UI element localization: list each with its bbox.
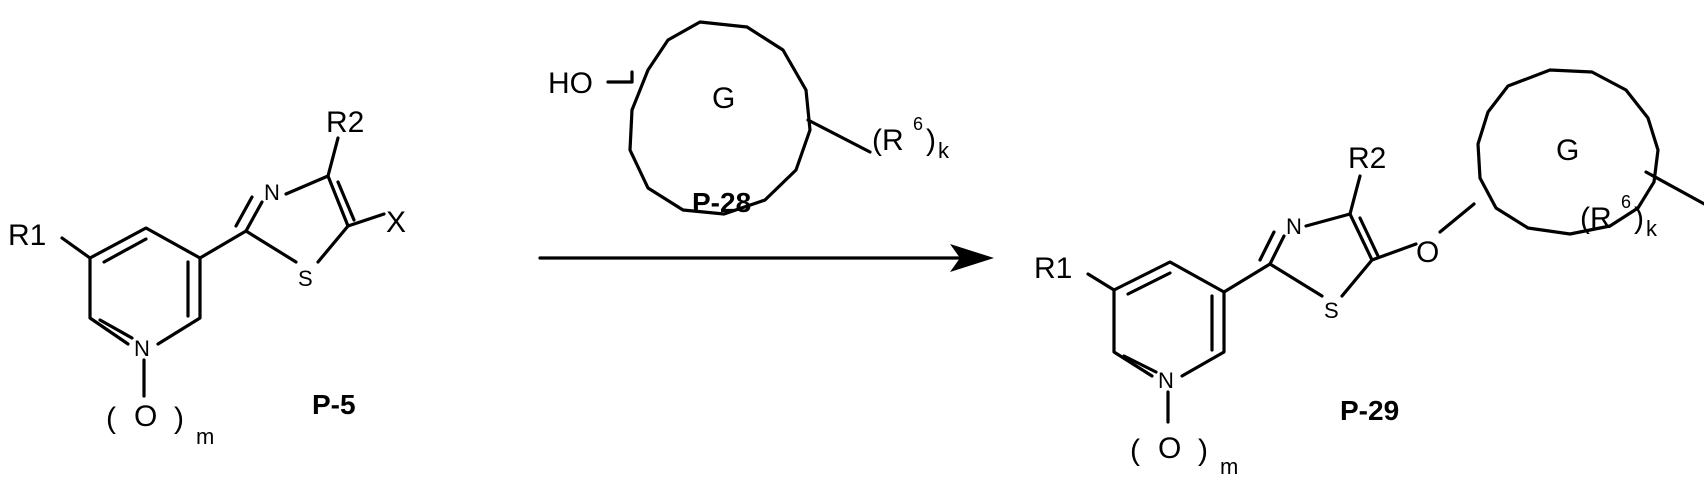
compound-label-p28: P-28 — [692, 187, 751, 218]
product-r2-bond — [1350, 176, 1360, 214]
oxide-o-label: O — [134, 400, 157, 433]
product-substituent-open: (R — [1580, 202, 1612, 235]
pyridine-thiazole-bond — [200, 231, 246, 258]
product-oxide-close-paren: ) — [1198, 434, 1208, 467]
reactant-p5: R1 R2 N S X N ( O ) m P-5 — [8, 106, 406, 449]
pyridine-n-label: N — [134, 336, 150, 361]
ring-g-polygon — [630, 22, 810, 214]
substituent-superscript: 6 — [913, 114, 923, 134]
substituent-open: (R — [872, 124, 904, 157]
product-ring-g-label: G — [1556, 134, 1579, 167]
r2-label: R2 — [326, 106, 364, 139]
oxide-open-paren: ( — [106, 402, 116, 435]
r1-bond — [62, 238, 90, 258]
reaction-arrow — [540, 244, 994, 272]
product-p29: R1 R2 N S O N ( O ) m G (R 6 ) k P-29 — [1034, 70, 1704, 479]
thiazole-n-label: N — [264, 180, 280, 205]
product-thiazole-s-label: S — [1324, 298, 1339, 323]
oxide-close-paren: ) — [174, 402, 184, 435]
ho-bond — [608, 72, 632, 82]
reagent-p28: HO G (R 6 ) k P-28 — [548, 22, 950, 218]
product-r2-label: R2 — [1348, 142, 1386, 175]
compound-label-p29: P-29 — [1340, 395, 1399, 426]
product-substituent-subscript: k — [1646, 216, 1658, 241]
product-r1-label: R1 — [1034, 252, 1072, 285]
oxide-m-label: m — [196, 424, 214, 449]
pyridine-ring-bonds — [90, 228, 200, 344]
product-o-link-label: O — [1416, 236, 1439, 269]
substituent-subscript: k — [938, 138, 950, 163]
r2-bond — [328, 138, 338, 176]
ring-g-label: G — [712, 82, 735, 115]
substituent-close: ) — [926, 124, 936, 157]
x-label: X — [386, 206, 406, 239]
product-substituent-superscript: 6 — [1621, 192, 1631, 212]
product-pyridine-n-label: N — [1158, 368, 1174, 393]
product-thiazole-n-label: N — [1286, 214, 1302, 239]
r1-label: R1 — [8, 219, 46, 252]
product-oxide-m-label: m — [1220, 454, 1238, 479]
ring-substituent-bond — [808, 120, 870, 152]
thiazole-s-label: S — [298, 266, 313, 291]
product-oxide-o-label: O — [1158, 432, 1181, 465]
compound-label-p5: P-5 — [312, 389, 356, 420]
product-oxide-open-paren: ( — [1130, 434, 1140, 467]
product-ring-substituent-bond — [1646, 172, 1704, 206]
product-r1-bond — [1088, 274, 1114, 290]
product-pyridine-double-bonds — [1124, 273, 1212, 372]
product-pyridine-thiazole-bond — [1224, 264, 1270, 292]
ho-label: HO — [548, 67, 593, 100]
pyridine-double-bonds — [100, 239, 188, 338]
thiazole-ring-bonds — [246, 176, 348, 262]
product-substituent-close: ) — [1634, 202, 1644, 235]
